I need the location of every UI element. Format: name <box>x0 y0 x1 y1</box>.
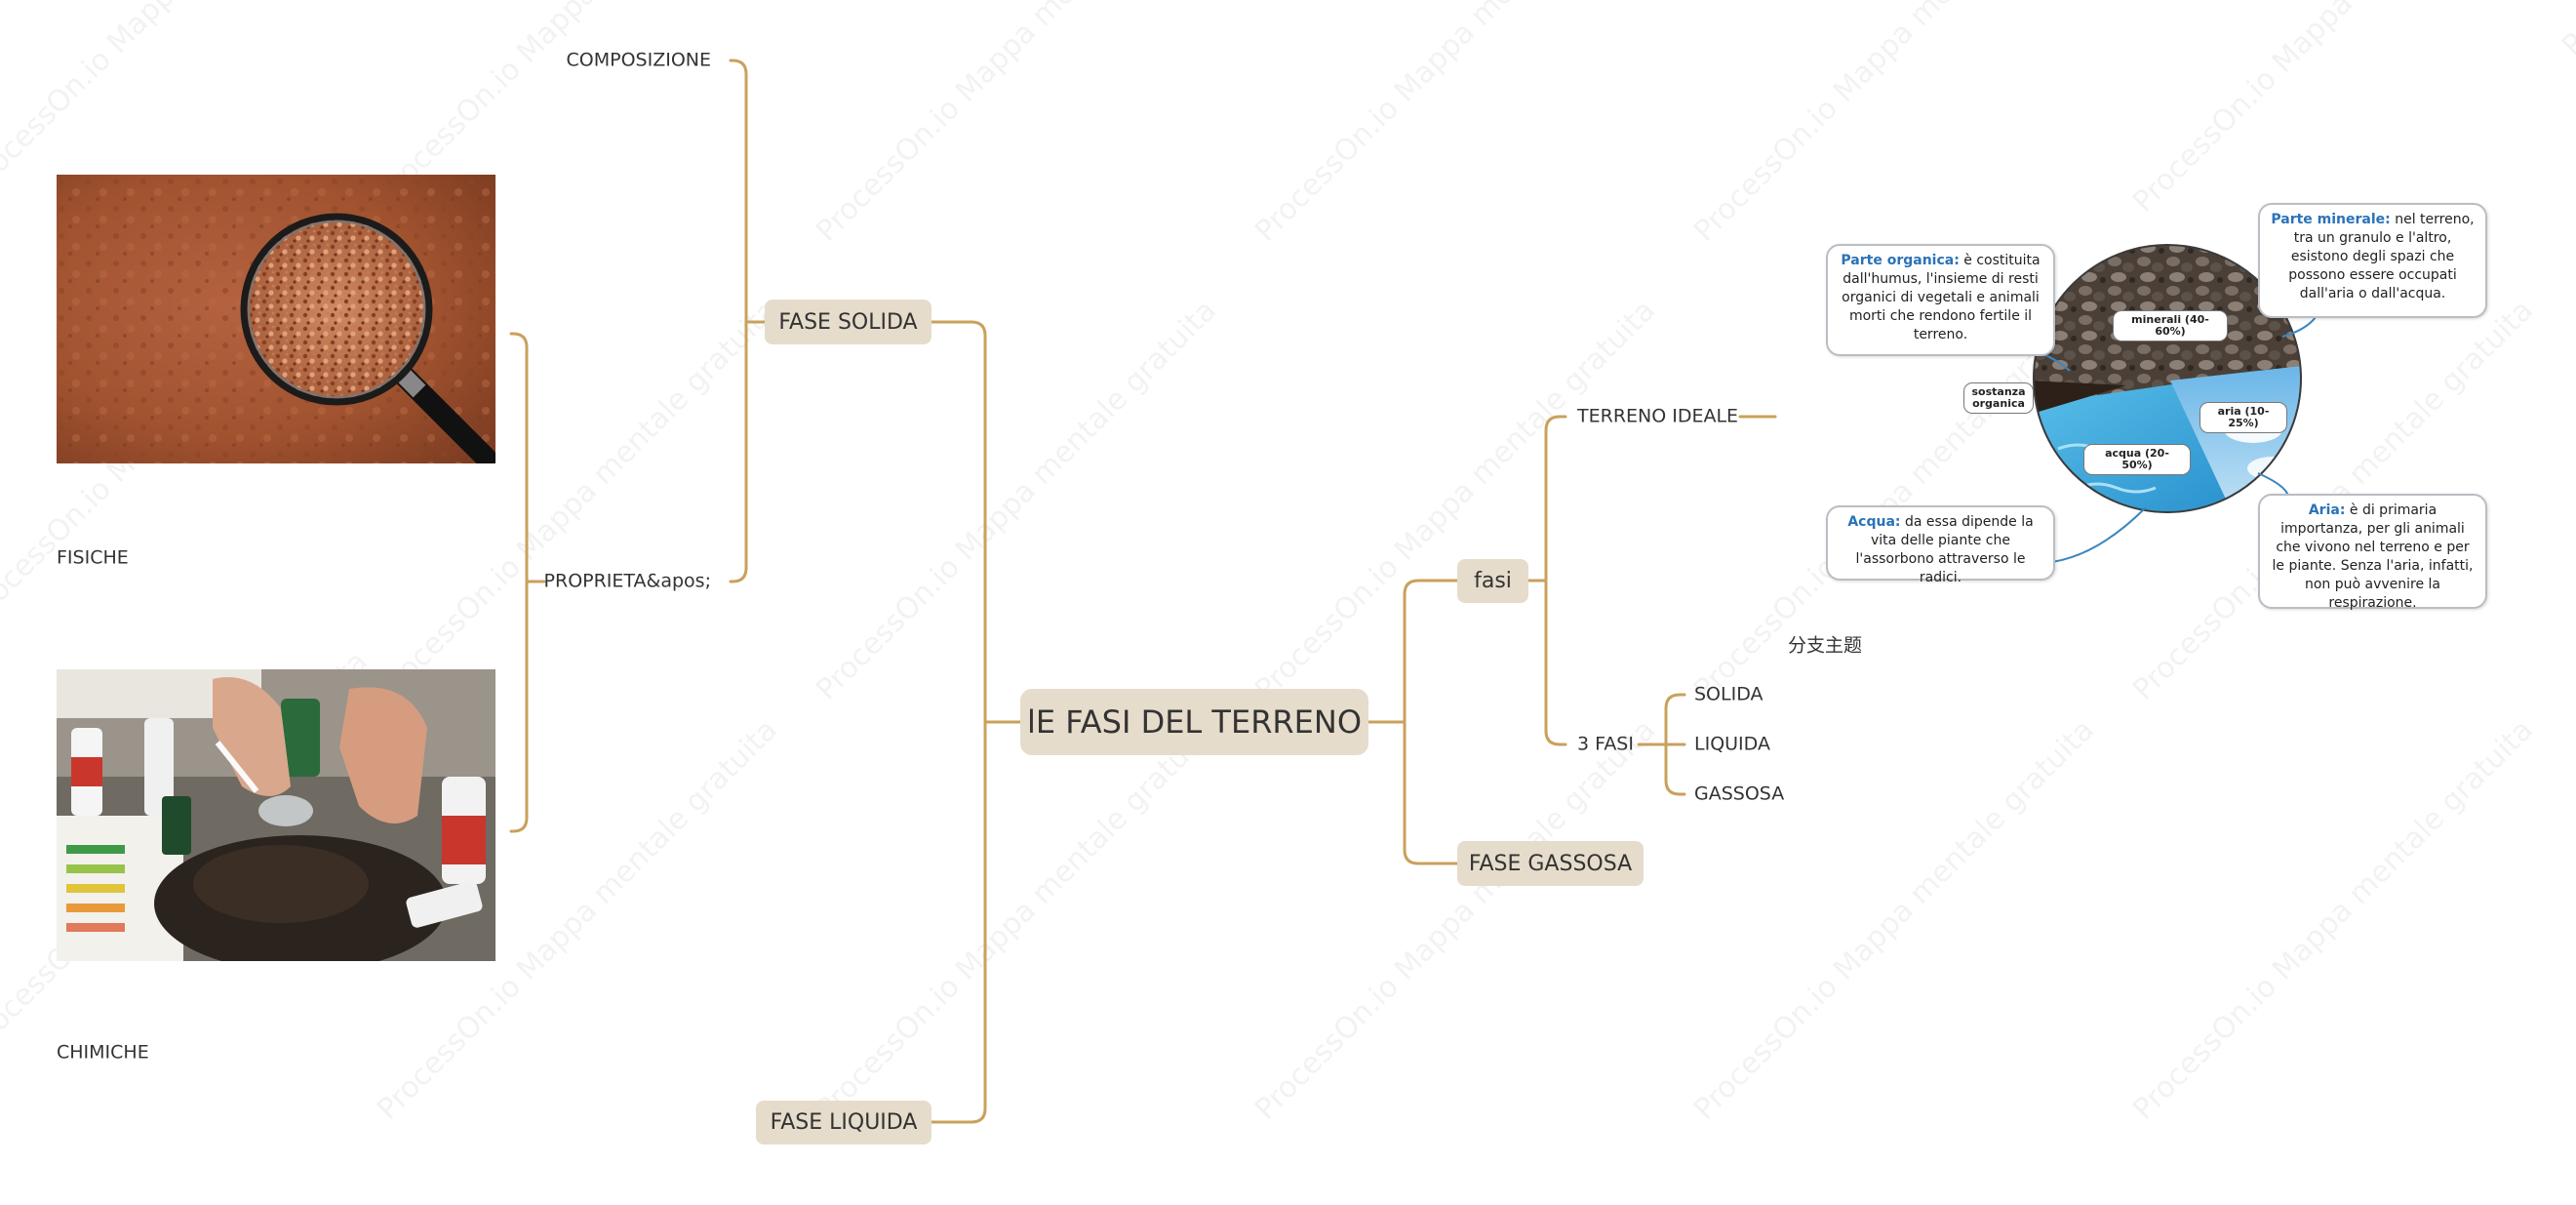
subtopic-3-fasi[interactable]: 3 FASI <box>1577 733 1634 755</box>
label-sostanza-organica: sostanza organica <box>1963 382 2034 414</box>
topic-fasi-label: fasi <box>1474 569 1512 593</box>
callout-parte-minerale: Parte minerale: nel terreno, tra un gran… <box>2258 203 2487 318</box>
subtopic-gassosa[interactable]: GASSOSA <box>1694 783 1785 805</box>
connector-fasi-terreno <box>1544 415 1567 582</box>
topic-fase-gassosa[interactable]: FASE GASSOSA <box>1457 841 1644 886</box>
callout-parte-organica: Parte organica: è costituita dall'humus,… <box>1826 244 2055 356</box>
connector-3fasi-gassosa <box>1664 743 1686 796</box>
connector-solida-composizione <box>729 59 748 324</box>
connector-proprieta-fisiche <box>509 332 529 583</box>
label-acqua: acqua (20-50%) <box>2083 444 2191 475</box>
topic-fasi[interactable]: fasi <box>1457 559 1528 603</box>
subtopic-branch[interactable]: 分支主题 <box>1788 634 1863 657</box>
connector-root-fasi <box>1403 579 1459 724</box>
callout-aria: Aria: è di primaria importanza, per gli … <box>2258 494 2487 611</box>
subtopic-proprieta[interactable]: PROPRIETA&apos; <box>543 570 711 592</box>
subtopic-liquida[interactable]: LIQUIDA <box>1694 733 1770 755</box>
connector-3fasi-solida <box>1664 693 1686 746</box>
connector-proprieta-chimiche <box>509 580 529 833</box>
root-topic-label: lE FASI DEL TERRENO <box>1027 703 1362 741</box>
soil-test-image <box>57 669 495 961</box>
topic-fase-solida[interactable]: FASE SOLIDA <box>765 300 931 344</box>
label-minerali: minerali (40-60%) <box>2113 310 2228 341</box>
topic-fase-liquida[interactable]: FASE LIQUIDA <box>756 1101 931 1145</box>
subtopic-chimiche[interactable]: CHIMICHE <box>57 1041 149 1064</box>
connector-fasi-3fasi <box>1544 579 1567 746</box>
subtopic-solida[interactable]: SOLIDA <box>1694 683 1764 705</box>
connector-solida-proprieta <box>729 320 748 583</box>
subtopic-fisiche[interactable]: FISICHE <box>57 546 129 569</box>
connector-root-fase-solida <box>930 320 987 724</box>
topic-fase-gassosa-label: FASE GASSOSA <box>1468 851 1633 876</box>
connector-root-fase-gassosa <box>1403 720 1459 865</box>
callout-acqua: Acqua: da essa dipende la vita delle pia… <box>1826 505 2055 585</box>
root-topic[interactable]: lE FASI DEL TERRENO <box>1020 689 1368 755</box>
soil-magnifier-image <box>57 175 495 463</box>
connector-root-fase-liquida <box>930 720 987 1124</box>
topic-fase-solida-label: FASE SOLIDA <box>778 309 918 335</box>
subtopic-composizione[interactable]: COMPOSIZIONE <box>566 49 711 71</box>
soil-composition-diagram: Parte organica: è costituita dall'humus,… <box>1814 195 2497 615</box>
topic-fase-liquida-label: FASE LIQUIDA <box>770 1110 918 1135</box>
subtopic-terreno-ideale[interactable]: TERRENO IDEALE <box>1577 405 1739 427</box>
label-aria: aria (10-25%) <box>2200 402 2287 433</box>
